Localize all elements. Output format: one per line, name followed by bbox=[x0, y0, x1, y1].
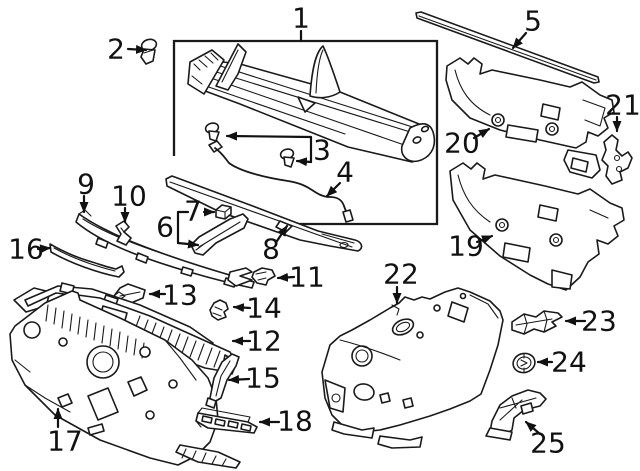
part-8-drawing-rail bbox=[165, 175, 363, 252]
part-24-drawing-grommet bbox=[512, 352, 536, 374]
callout-label-2[interactable]: 2 bbox=[107, 33, 125, 66]
callout-arrow-16 bbox=[36, 244, 52, 254]
part-15-drawing-bracket bbox=[205, 353, 240, 409]
part-16-drawing-strip bbox=[49, 243, 125, 278]
callout-arrow-14 bbox=[232, 303, 252, 313]
part-17-drawing-dash-panel bbox=[9, 290, 241, 469]
callout-arrow-15 bbox=[227, 375, 251, 384]
part-7-drawing-clip bbox=[215, 204, 232, 220]
callout-arrow-11 bbox=[276, 272, 296, 282]
callout-label-1[interactable]: 1 bbox=[292, 2, 310, 35]
callout-arrow-3 bbox=[225, 131, 313, 141]
part-6-drawing-bracket bbox=[190, 213, 249, 256]
callout-label-25[interactable]: 25 bbox=[530, 427, 566, 460]
callout-label-10[interactable]: 10 bbox=[111, 180, 147, 213]
callout-label-16[interactable]: 16 bbox=[8, 233, 44, 266]
part-4-drawing-washer-hose bbox=[208, 140, 354, 223]
part-14-drawing-bracket bbox=[209, 299, 229, 321]
callout-label-13[interactable]: 13 bbox=[162, 279, 198, 312]
callout-arrow-4 bbox=[325, 181, 342, 198]
callout-label-18[interactable]: 18 bbox=[277, 405, 313, 438]
callout-arrow-25 bbox=[524, 420, 542, 436]
part-22-drawing-dash-insulator bbox=[321, 287, 504, 449]
callout-label-6[interactable]: 6 bbox=[156, 211, 174, 244]
part-5-drawing-sealing-strip bbox=[415, 11, 600, 84]
part-1-callout-box bbox=[172, 39, 439, 226]
callout-label-17[interactable]: 17 bbox=[47, 425, 83, 458]
part-19-drawing-insulator bbox=[449, 162, 625, 291]
callout-label-4[interactable]: 4 bbox=[336, 156, 354, 189]
callout-label-8[interactable]: 8 bbox=[262, 233, 280, 266]
part-3-drawing-clips bbox=[204, 122, 295, 168]
part-10-drawing-bracket bbox=[115, 220, 132, 246]
callout-label-3[interactable]: 3 bbox=[313, 134, 331, 167]
callout-label-24[interactable]: 24 bbox=[551, 346, 587, 379]
part-11-drawing-clip bbox=[227, 267, 276, 287]
part-23-drawing-bracket bbox=[511, 310, 563, 335]
callout-label-7[interactable]: 7 bbox=[184, 195, 202, 228]
part-20-drawing-insulator bbox=[445, 57, 615, 179]
callout-label-5[interactable]: 5 bbox=[524, 5, 542, 38]
callout-label-11[interactable]: 11 bbox=[289, 261, 325, 294]
callout-label-15[interactable]: 15 bbox=[245, 362, 281, 395]
callout-label-23[interactable]: 23 bbox=[581, 305, 617, 338]
callout-label-12[interactable]: 12 bbox=[246, 325, 282, 358]
part-1-drawing-cowl-vent-grille bbox=[187, 43, 436, 163]
callout-arrow-5 bbox=[511, 31, 528, 50]
callout-arrow-2 bbox=[126, 44, 148, 54]
callout-label-19[interactable]: 19 bbox=[448, 230, 484, 263]
callout-arrow-8 bbox=[275, 224, 289, 243]
callout-label-9[interactable]: 9 bbox=[77, 168, 95, 201]
callout-label-20[interactable]: 20 bbox=[444, 127, 480, 160]
callout-label-21[interactable]: 21 bbox=[605, 89, 640, 122]
callout-label-14[interactable]: 14 bbox=[246, 292, 282, 325]
callout-arrow-19 bbox=[475, 234, 494, 244]
callout-arrow-6 bbox=[176, 239, 200, 249]
callout-arrow-3 bbox=[295, 157, 313, 167]
part-21-drawing-bracket bbox=[601, 134, 633, 185]
callout-arrow-20 bbox=[472, 127, 491, 140]
part-25-drawing-bracket bbox=[485, 389, 547, 441]
callout-label-22[interactable]: 22 bbox=[383, 258, 419, 291]
part-18-drawing-sill bbox=[195, 407, 258, 434]
